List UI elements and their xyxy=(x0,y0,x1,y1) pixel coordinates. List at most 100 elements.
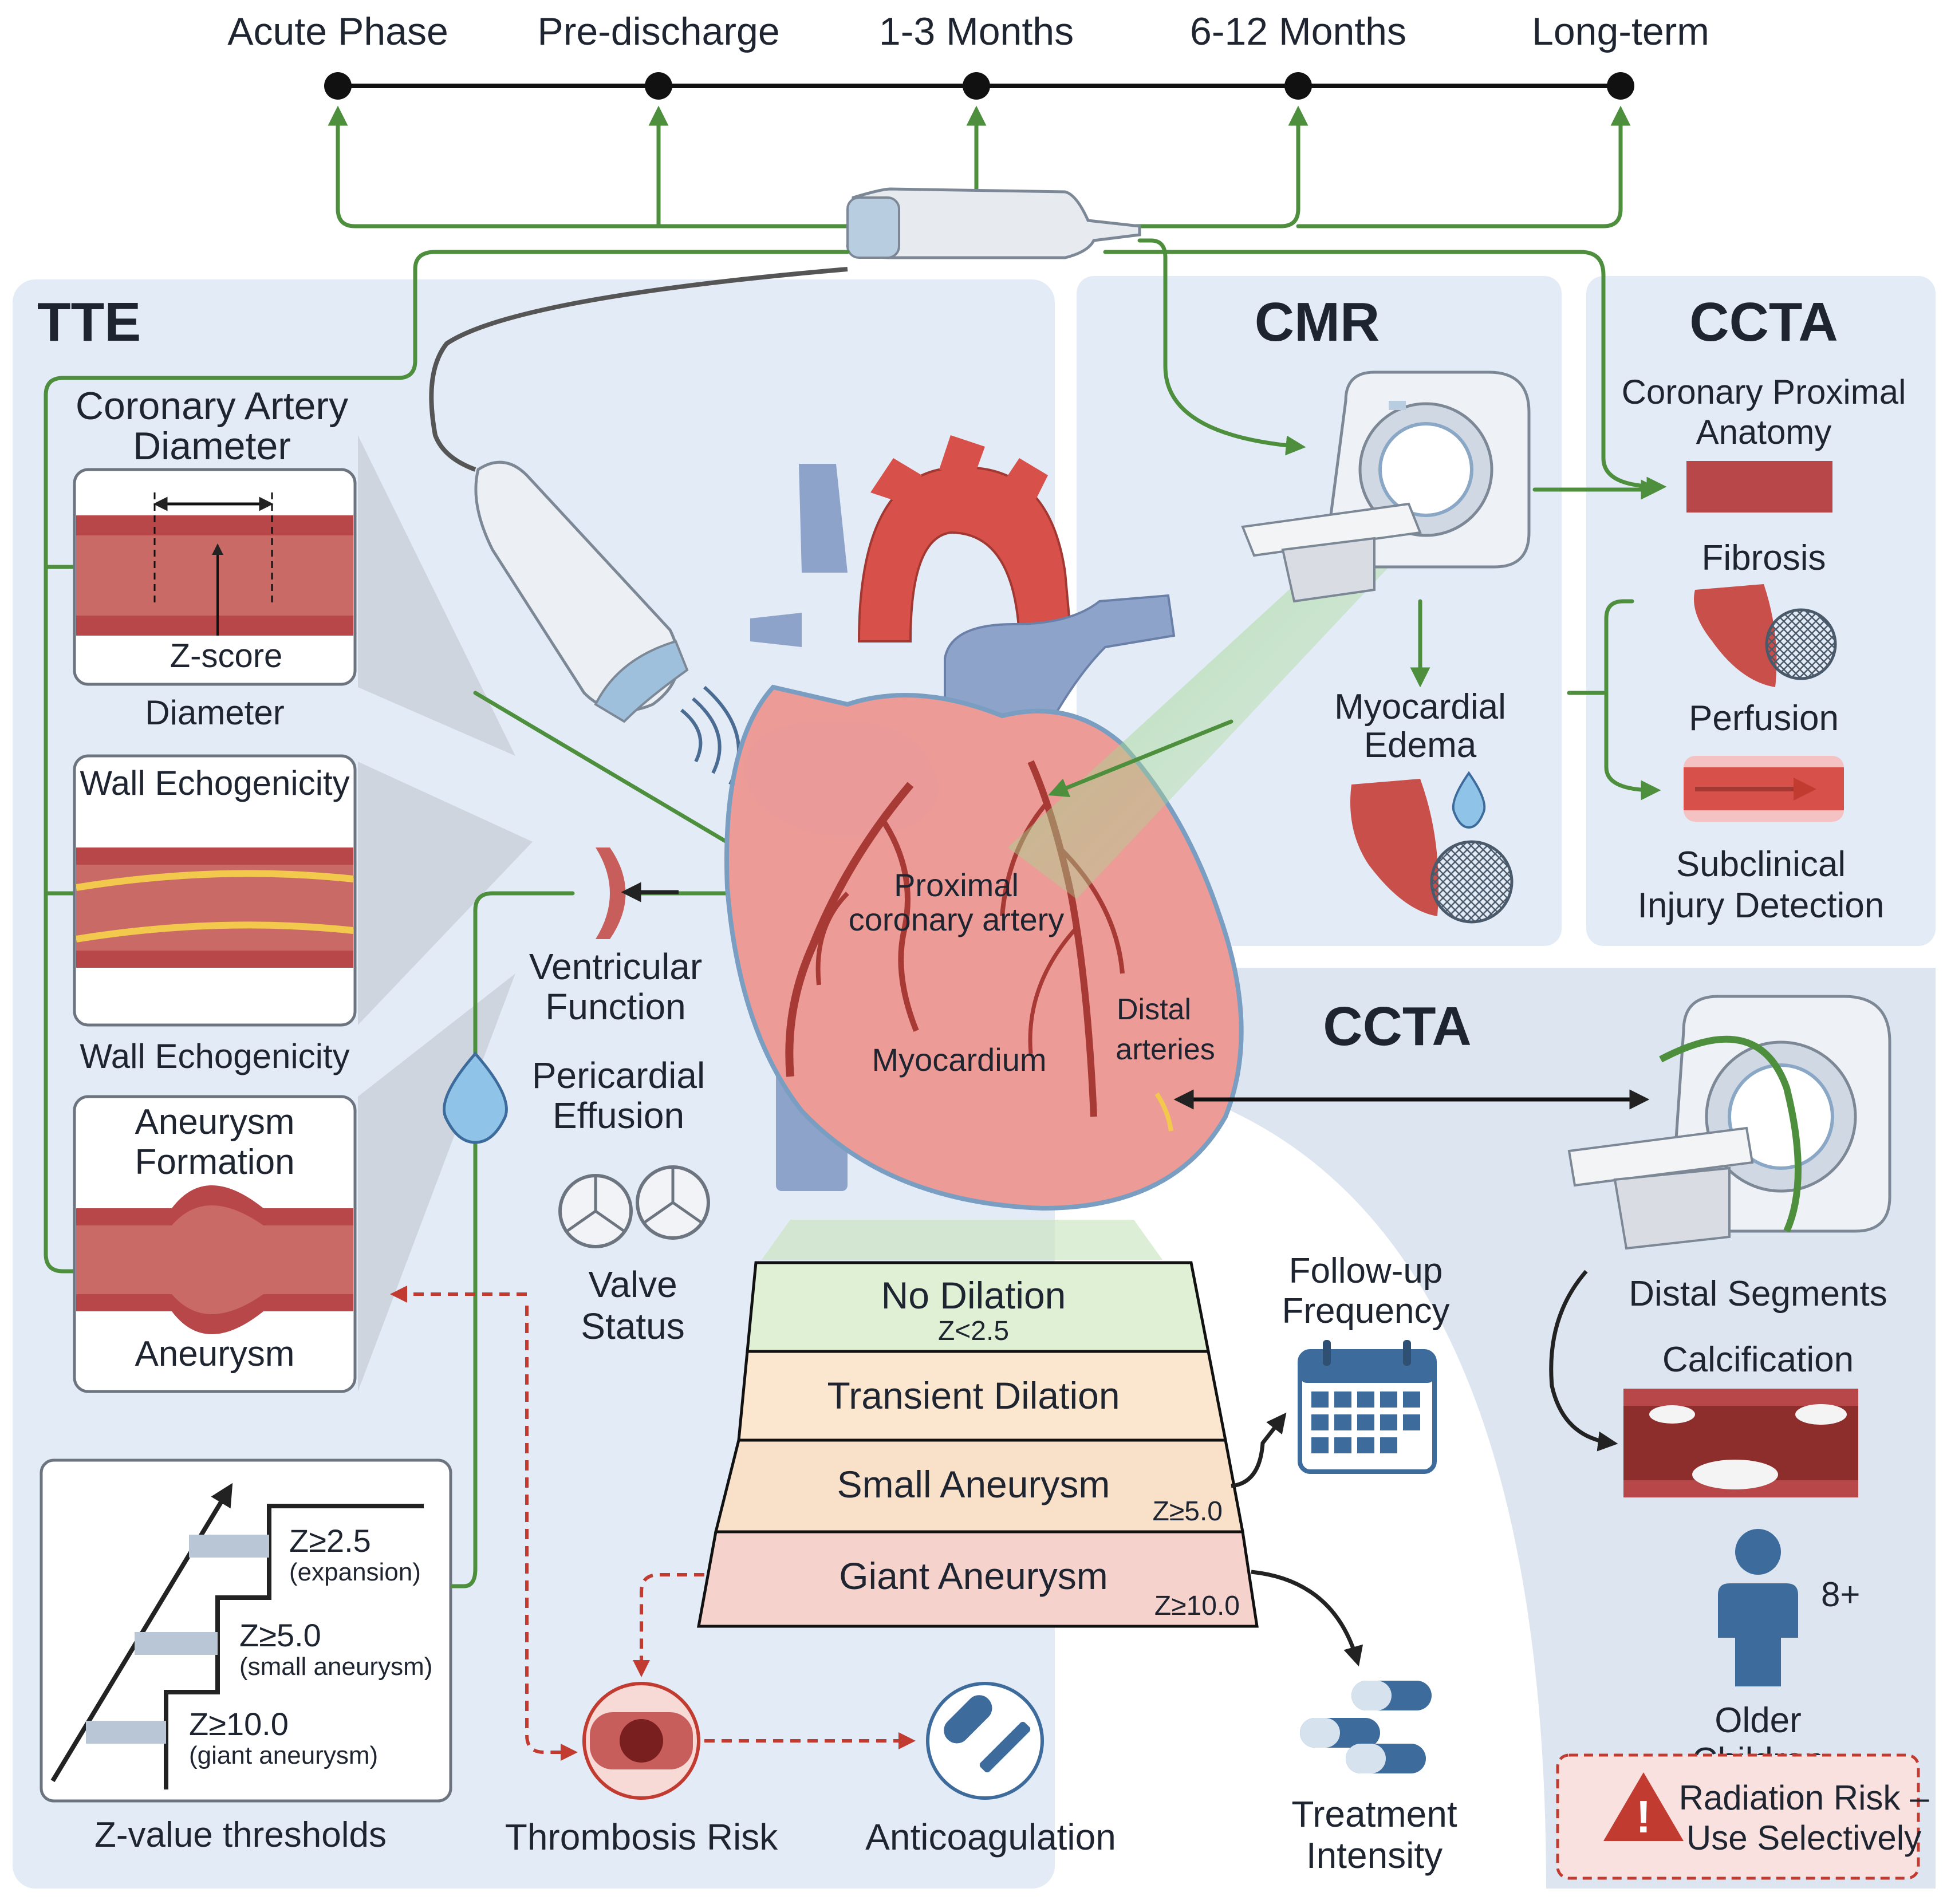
calendar-icon xyxy=(1298,1340,1437,1474)
pyramid-label-transient: Transient Dilation xyxy=(827,1374,1120,1417)
treatment-label-2: Intensity xyxy=(1306,1835,1443,1876)
ccta-flow-arrow xyxy=(1103,250,1667,497)
valve-status-label-2: Status xyxy=(581,1306,684,1347)
timeline-dot xyxy=(963,72,990,100)
timeline-label-acute: Acute Phase xyxy=(227,10,448,53)
proximal-anatomy-label-1: Coronary Proximal xyxy=(1622,373,1906,411)
z-score-label: Z-score xyxy=(170,637,283,675)
probe-to-timeline-arrows xyxy=(328,105,1631,228)
pyramid-sub-giant: Z≥10.0 xyxy=(1154,1591,1240,1621)
follow-up-label-2: Frequency xyxy=(1282,1291,1450,1331)
severity-pyramid xyxy=(697,1261,1259,1628)
perfusion-vessel-icon xyxy=(1684,756,1844,822)
pyramid-level-giant xyxy=(697,1530,1259,1628)
diameter-label: Diameter xyxy=(145,693,284,732)
ventricular-function-label-1: Ventricular xyxy=(529,946,702,987)
valve-icon xyxy=(558,1165,710,1248)
myocardial-edema-label-1: Myocardial xyxy=(1334,687,1506,727)
aneurysm-formation-label-2: Formation xyxy=(135,1142,294,1182)
fibrosis-tissue-icon xyxy=(1694,584,1837,687)
edema-tissue-icon xyxy=(1350,771,1514,924)
ventricle-wall-icon xyxy=(596,847,626,939)
coronary-artery-diameter-label-2: Diameter xyxy=(133,424,291,468)
ccta-top-title: CCTA xyxy=(1689,291,1838,353)
threshold-flow-line xyxy=(450,891,575,1588)
follow-up-arrow xyxy=(1231,1412,1287,1488)
thrombosis-label: Thrombosis Risk xyxy=(505,1816,779,1858)
timeline-dot xyxy=(645,72,672,100)
mri-scanner-icon xyxy=(1241,370,1531,603)
aneurysm-to-thrombosis-arrow xyxy=(525,1306,578,1761)
z-threshold-desc-3: (giant aneurysm) xyxy=(189,1741,378,1769)
thrombus-icon xyxy=(582,1682,700,1800)
ventricular-function-label-2: Function xyxy=(545,986,685,1027)
timeline-label-6-12-months: 6-12 Months xyxy=(1190,10,1406,53)
ccta-branch-arrow xyxy=(1604,599,1661,801)
child-person-icon xyxy=(1718,1529,1798,1686)
tte-title: TTE xyxy=(37,291,141,353)
timeline-dot xyxy=(1607,72,1634,100)
cmr-flow-arrow xyxy=(1137,238,1306,456)
myocardial-edema-label-2: Edema xyxy=(1364,726,1477,765)
fluid-droplet-icon xyxy=(443,1051,508,1144)
timeline-label-1-3-months: 1-3 Months xyxy=(879,10,1074,53)
proximal-label-1: Proximal xyxy=(894,867,1019,903)
calcified-vessel-icon xyxy=(1623,1389,1858,1497)
wall-echogenicity-title: Wall Echogenicity xyxy=(80,764,349,802)
z-threshold-value-2: Z≥5.0 xyxy=(239,1617,321,1653)
projection-wedge xyxy=(358,762,533,1025)
proximal-anatomy-label-2: Anatomy xyxy=(1696,413,1832,451)
tte-flow-line xyxy=(44,250,850,1274)
cmr-to-heart-arrow xyxy=(1048,719,1233,798)
z-thresholds-card xyxy=(40,1458,452,1803)
cmr-title: CMR xyxy=(1255,291,1380,353)
anticoagulation-label: Anticoagulation xyxy=(865,1816,1116,1858)
subclinical-label-2: Injury Detection xyxy=(1638,886,1885,925)
aneurysm-card xyxy=(73,1095,357,1393)
coronary-artery-diameter-label-1: Coronary Artery xyxy=(76,384,348,428)
aneurysm-formation-label-1: Aneurysm xyxy=(135,1102,294,1142)
pyramid-sub-small: Z≥5.0 xyxy=(1153,1496,1223,1527)
treatment-arrow xyxy=(1251,1570,1363,1667)
timeline-dot xyxy=(324,72,352,100)
z-thresholds-caption: Z-value thresholds xyxy=(94,1815,387,1855)
anticoagulation-icon xyxy=(926,1682,1044,1800)
distal-label-1: Distal xyxy=(1117,993,1191,1026)
valve-status-label-1: Valve xyxy=(588,1264,677,1305)
z-threshold-desc-1: (expansion) xyxy=(289,1558,421,1586)
projection-wedge xyxy=(358,435,515,756)
ct-scanner-icon xyxy=(1567,995,1891,1250)
warning-icon-mark: ! xyxy=(1636,1791,1652,1842)
diameter-card xyxy=(73,468,357,686)
timeline: Acute Phase Pre-discharge 1-3 Months 6-1… xyxy=(227,10,1709,100)
fibrosis-label: Fibrosis xyxy=(1701,538,1826,578)
z-threshold-desc-2: (small aneurysm) xyxy=(239,1653,432,1681)
myocardium-label: Myocardium xyxy=(872,1042,1047,1078)
wall-echogenicity-caption: Wall Echogenicity xyxy=(80,1037,349,1075)
pills-icon xyxy=(1300,1681,1432,1773)
pericardial-effusion-label-2: Effusion xyxy=(553,1095,684,1136)
aneurysm-label: Aneurysm xyxy=(135,1334,294,1374)
warning-icon xyxy=(1603,1772,1684,1841)
pyramid-label-small: Small Aneurysm xyxy=(837,1463,1110,1505)
pericardial-effusion-label-1: Pericardial xyxy=(532,1055,705,1096)
radiation-warning-box: ! xyxy=(1556,1753,1920,1880)
wall-echogenicity-card xyxy=(73,754,357,1027)
timeline-label-predischarge: Pre-discharge xyxy=(537,10,779,53)
subclinical-label-1: Subclinical xyxy=(1676,845,1846,884)
pyramid-beam xyxy=(762,1220,1162,1260)
ultrasound-probe-icon xyxy=(846,187,1141,259)
proximal-vessel-icon xyxy=(1686,461,1832,513)
distal-segments-label: Distal Segments xyxy=(1629,1274,1887,1314)
timeline-label-long-term: Long-term xyxy=(1532,10,1709,53)
z-threshold-value-3: Z≥10.0 xyxy=(189,1706,289,1742)
treatment-label-1: Treatment xyxy=(1291,1793,1457,1835)
pyramid-label-no-dilation: No Dilation xyxy=(881,1274,1066,1316)
handheld-probe-icon xyxy=(474,460,740,786)
calcification-arrow xyxy=(1549,1270,1618,1452)
z-threshold-value-1: Z≥2.5 xyxy=(289,1523,371,1559)
proximal-label-2: coronary artery xyxy=(849,901,1065,937)
probe-cable xyxy=(429,267,848,472)
perfusion-label: Perfusion xyxy=(1689,699,1839,738)
